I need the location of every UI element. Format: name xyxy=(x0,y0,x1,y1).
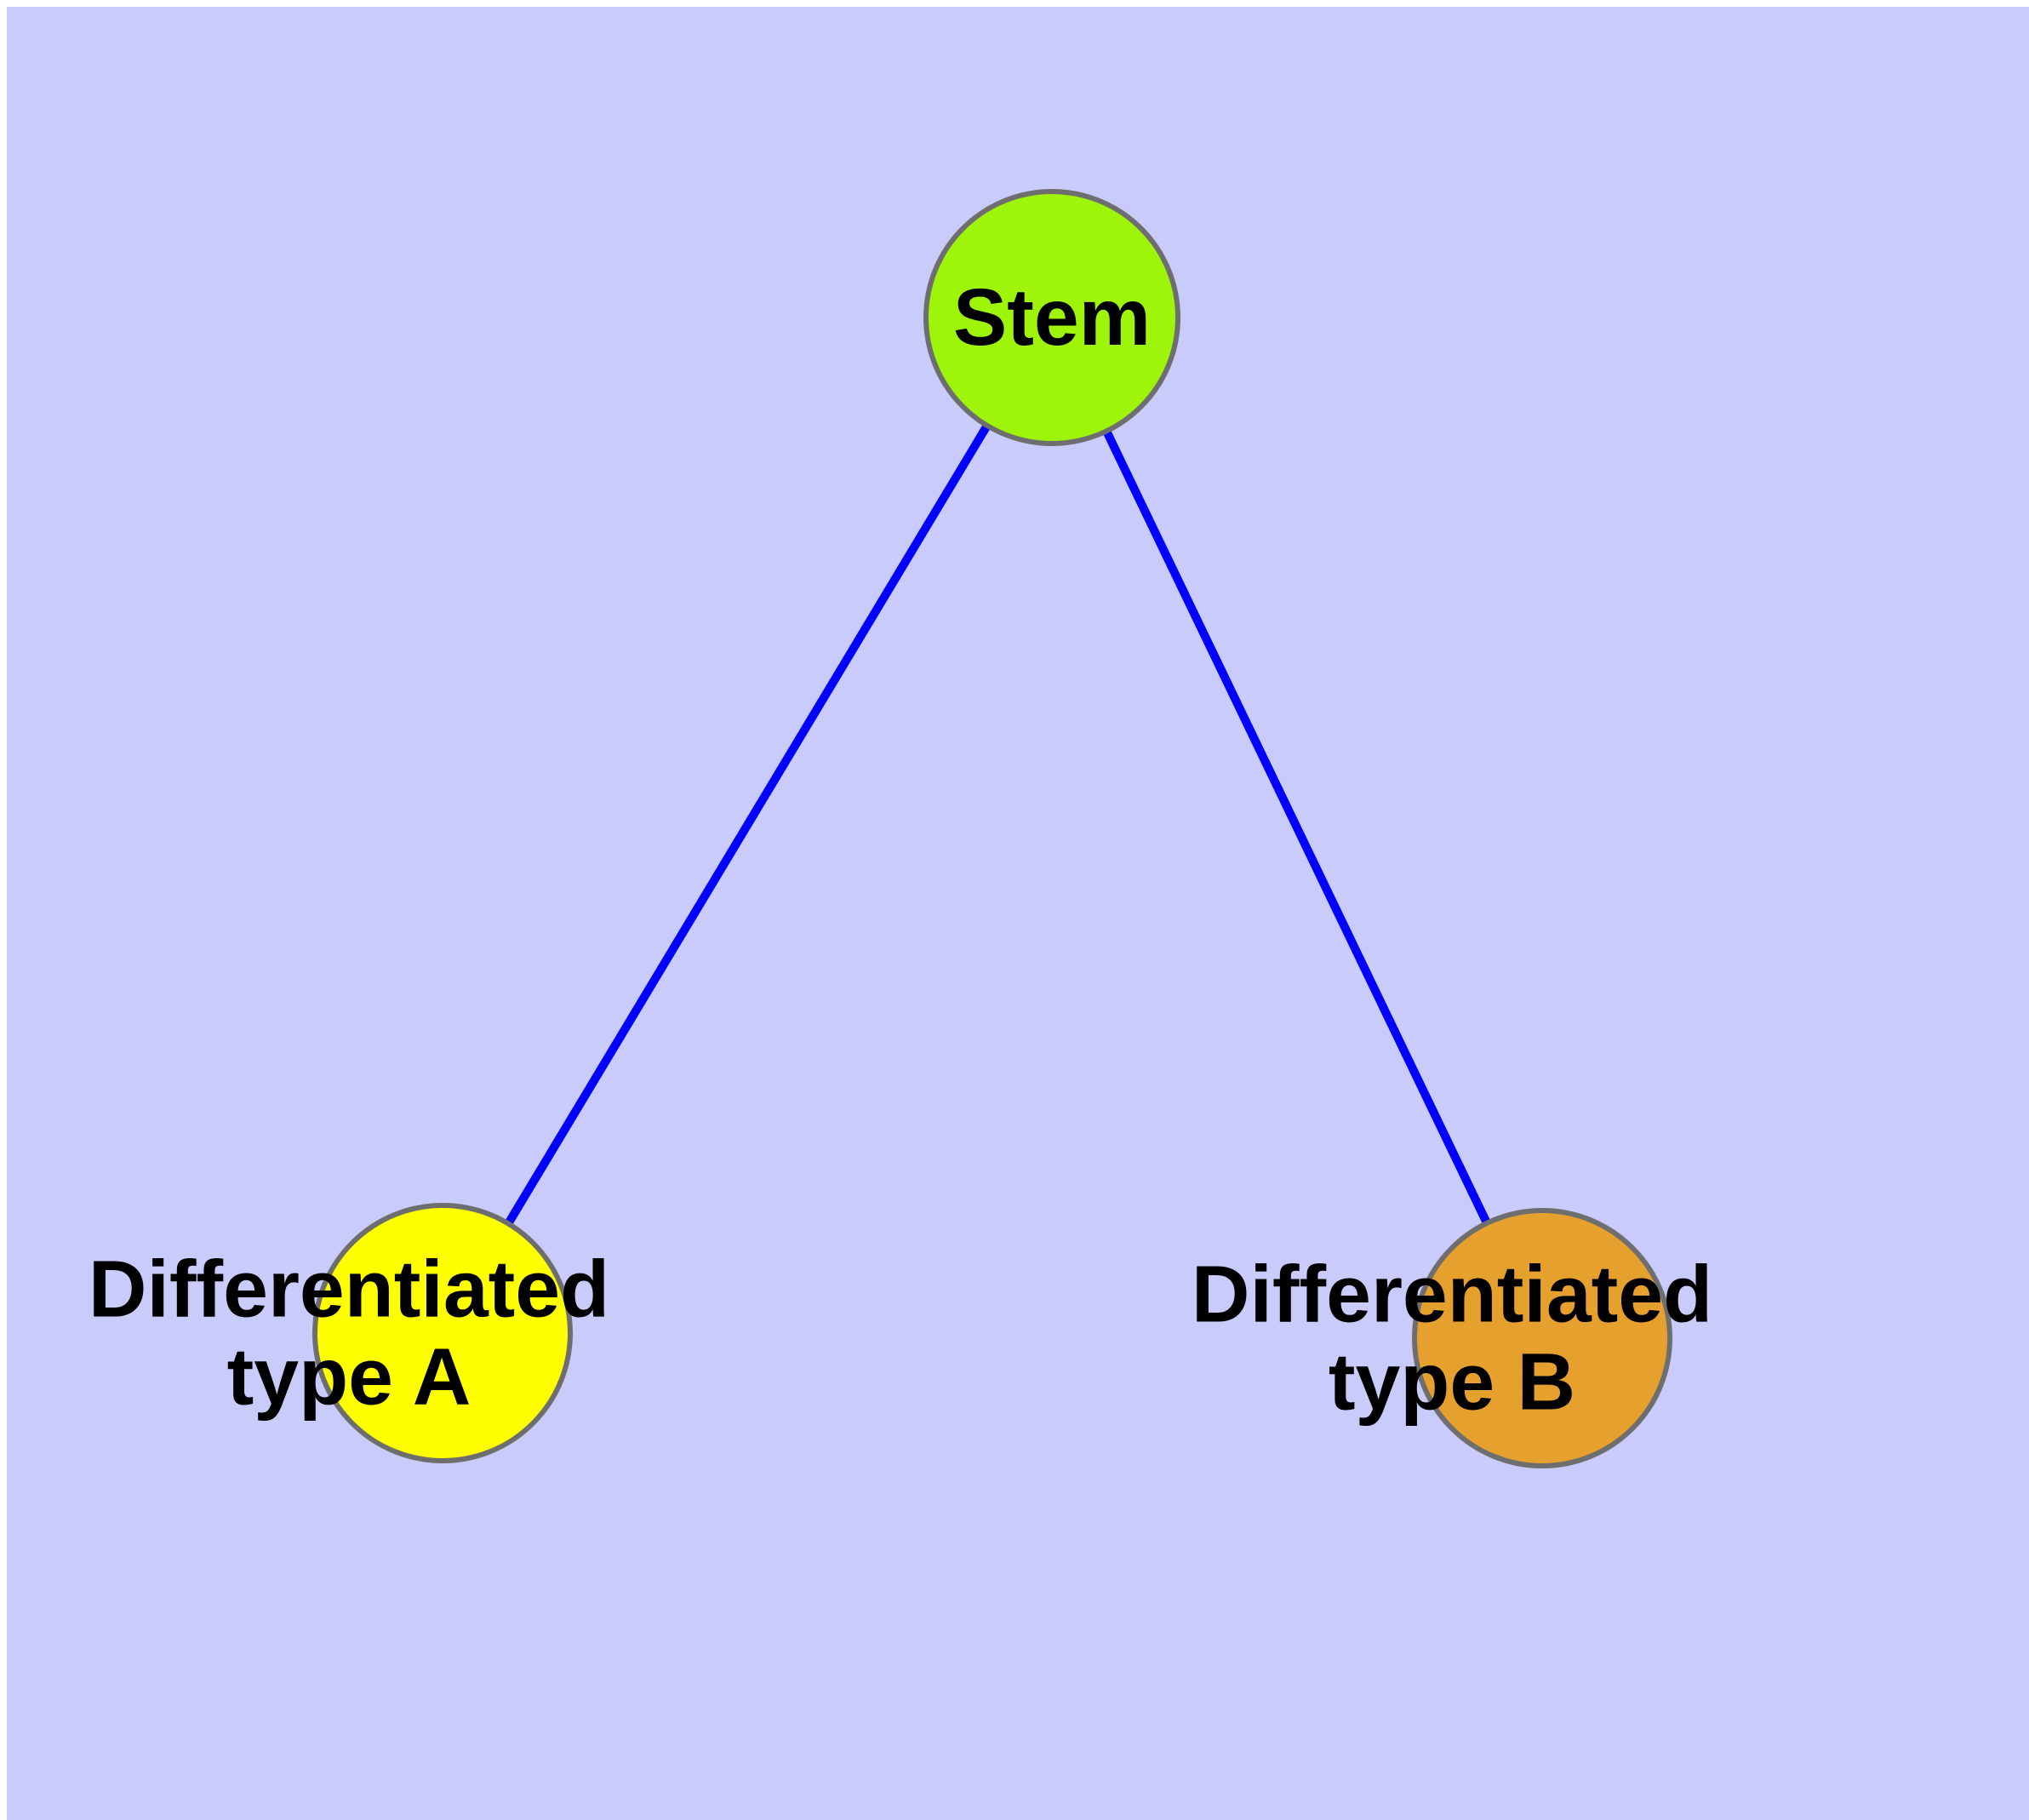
graph-edge-stem-to-diff-b[interactable] xyxy=(1048,315,1546,1341)
graph-node-label-line: Differentiated xyxy=(89,1245,609,1335)
graph-node-label-stem: Stem xyxy=(953,272,1151,363)
node-layer xyxy=(312,189,1672,1468)
edge-layer xyxy=(438,315,1546,1341)
graph-node-diff-b[interactable] xyxy=(1412,1208,1672,1468)
graph-node-label-line: type A xyxy=(227,1332,472,1422)
graph-node-diff-a[interactable] xyxy=(312,1203,573,1463)
graph-node-label-line: Differentiated xyxy=(1192,1250,1712,1340)
graph-edge-stem-to-diff-a[interactable] xyxy=(438,315,1056,1336)
graph-node-label-line: type B xyxy=(1329,1337,1575,1428)
graph-node-stem[interactable] xyxy=(923,189,1180,446)
graph-node-label-line: Stem xyxy=(953,272,1151,363)
